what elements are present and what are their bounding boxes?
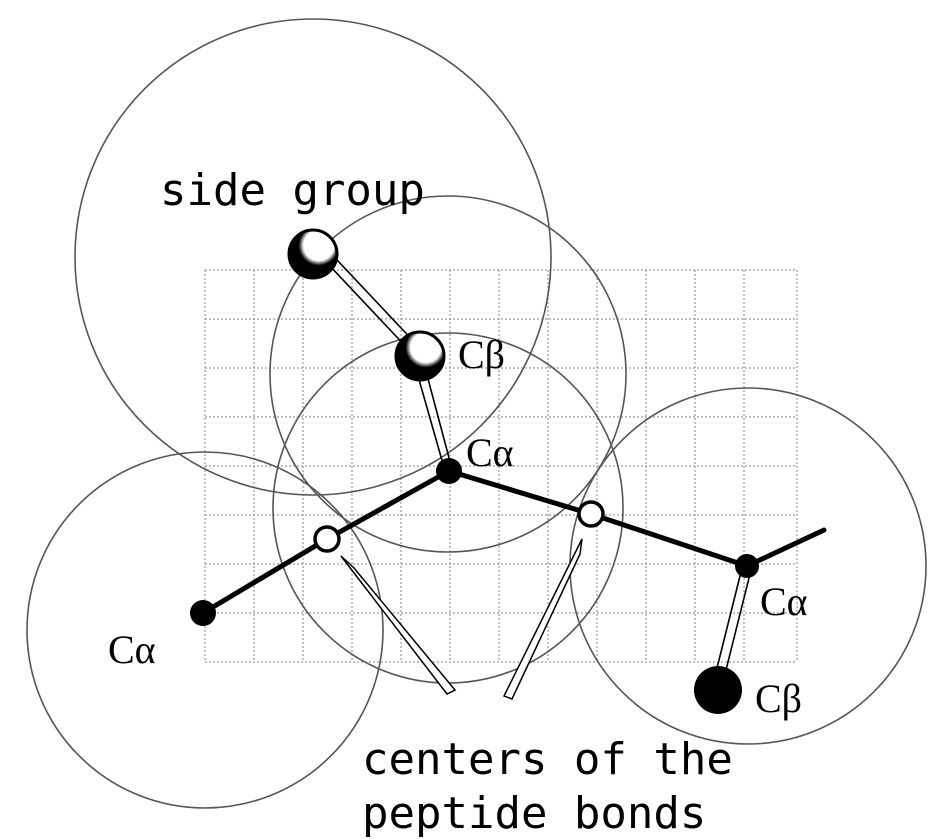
atoms <box>190 228 759 714</box>
sphere-upper-middle <box>269 195 627 553</box>
bond-calpha-cbeta-lower <box>712 567 752 687</box>
sphere-left-calpha <box>26 451 384 809</box>
label-cbeta-upper: Cβ <box>458 332 505 377</box>
atom-side-group <box>287 228 339 280</box>
backbone-chain <box>200 468 827 616</box>
peptide-center-right <box>577 500 605 528</box>
atom-calpha-center <box>436 458 462 484</box>
label-calpha-left: Cα <box>108 627 156 672</box>
peptide-bond-pointers <box>340 538 583 700</box>
atom-calpha-left <box>190 600 216 626</box>
atom-cbeta-upper <box>394 330 446 382</box>
atom-cbeta-lower <box>694 666 742 714</box>
lattice-grid <box>204 269 798 663</box>
pointer-arrow-left <box>340 555 457 695</box>
side-chain-bonds <box>312 243 752 687</box>
labels: side group Cβ Cα Cα Cα Cβ centers of the… <box>108 165 808 839</box>
label-side-group: side group <box>160 165 425 216</box>
pointer-arrow-right <box>502 538 583 700</box>
label-centers-line1: centers of the <box>362 734 733 785</box>
peptide-center-left <box>313 525 341 553</box>
label-centers-line2: peptide bonds <box>362 788 706 839</box>
atom-calpha-right <box>735 554 759 578</box>
sphere-side-group <box>74 18 552 496</box>
label-calpha-right: Cα <box>760 579 808 624</box>
label-calpha-center: Cα <box>466 430 514 475</box>
label-cbeta-lower: Cβ <box>755 676 802 721</box>
